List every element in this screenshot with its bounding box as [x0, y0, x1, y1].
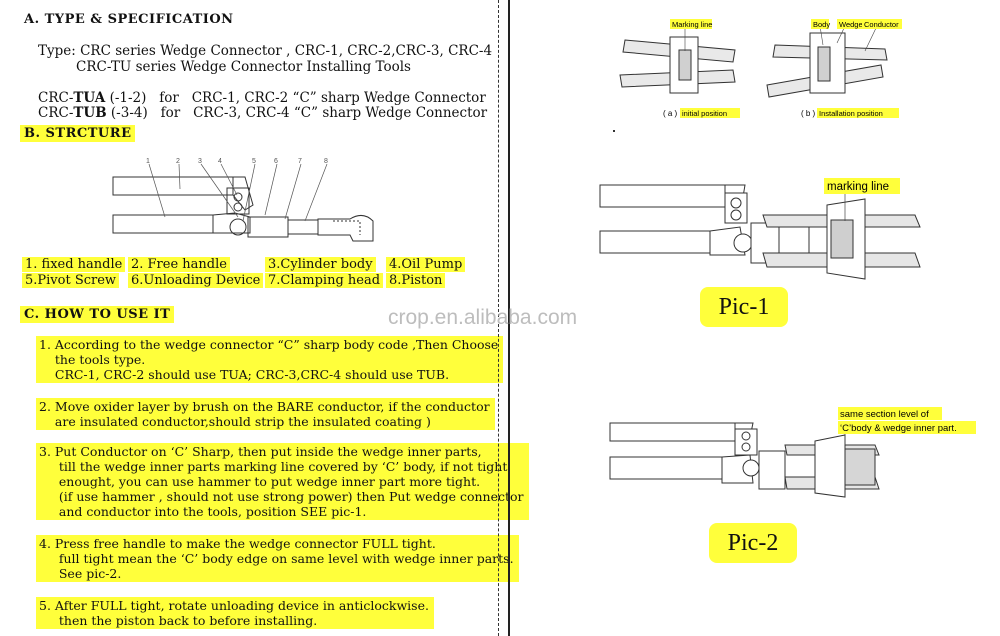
- part-number-4: 4: [218, 158, 222, 165]
- pic2-note-line-2: ‘C’body & wedge inner part.: [840, 423, 957, 434]
- part-label-6: 6.Unloading Device: [128, 273, 264, 288]
- pic2-note-line-1: same section level of: [840, 409, 929, 420]
- part-label-5: 5.Pivot Screw: [22, 273, 120, 288]
- step-3: 3. Put Conductor on ‘C’ Sharp, then put …: [36, 443, 529, 520]
- caption-a-prefix: ( a ): [663, 109, 678, 118]
- part-number-5: 5: [252, 158, 256, 165]
- clamping-head-shape: [317, 215, 374, 242]
- type-line-2: CRC-TU series Wedge Connector Installing…: [76, 59, 411, 75]
- step-4: 4. Press free handle to make the wedge c…: [36, 535, 519, 582]
- body-label: Body: [813, 20, 830, 29]
- caption-b: Installation position: [819, 109, 883, 118]
- spec-line-2: CRC-TUB (-3-4) for CRC-3, CRC-4 “C” shar…: [38, 105, 488, 121]
- pic2-badge: Pic-2: [709, 523, 797, 563]
- part-number-6: 6: [274, 158, 278, 165]
- pic1-badge: Pic-1: [700, 287, 788, 327]
- wedge-label: Wedge: [839, 20, 863, 29]
- pivot-screw-shape: [229, 218, 247, 236]
- spec-line-1: CRC-TUA (-1-2) for CRC-1, CRC-2 “C” shar…: [38, 90, 486, 106]
- dot-mark: [613, 130, 615, 132]
- section-c-title: C. HOW TO USE IT: [20, 306, 175, 323]
- column-divider-dashed: [498, 0, 499, 636]
- step-5: 5. After FULL tight, rotate unloading de…: [36, 597, 434, 629]
- pic1-diagram: marking line: [599, 178, 921, 280]
- pic1-marking-line-label: marking line: [827, 181, 889, 193]
- section-a-title: A. TYPE & SPECIFICATION: [24, 12, 234, 27]
- tool-structure-diagram: 1 2 3 4 5 6 7 8: [112, 158, 374, 242]
- part-number-1: 1: [146, 158, 150, 165]
- free-handle-shape: [112, 214, 214, 234]
- step-1: 1. According to the wedge connector “C” …: [36, 336, 504, 383]
- step-2: 2. Move oxider layer by brush on the BAR…: [36, 398, 495, 430]
- caption-a: initial position: [682, 109, 727, 118]
- part-label-4: 4.Oil Pump: [386, 257, 466, 272]
- part-label-7: 7.Clamping head: [265, 273, 384, 288]
- pic2-diagram: same section level of ‘C’body & wedge in…: [609, 407, 976, 498]
- part-label-2: 2. Free handle: [128, 257, 230, 272]
- part-label-8: 8.Piston: [386, 273, 446, 288]
- watermark: crop.en.alibaba.com: [388, 306, 578, 329]
- type-line-1: Type: CRC series Wedge Connector , CRC-1…: [38, 43, 493, 59]
- part-label-1: 1. fixed handle: [22, 257, 126, 272]
- caption-b-prefix: ( b ): [801, 109, 816, 118]
- column-divider-solid: [508, 0, 510, 636]
- section-b-title: B. STRCTURE: [20, 125, 136, 142]
- wedge-position-diagram: Marking line Body Wedge Conductor ( a ) …: [619, 19, 902, 118]
- marking-line-label: Marking line: [672, 20, 712, 29]
- fixed-handle-shape: [112, 176, 234, 196]
- conductor-label: Conductor: [864, 20, 899, 29]
- part-label-3: 3.Cylinder body: [265, 257, 376, 272]
- part-number-3: 3: [198, 158, 202, 165]
- cylinder-body-shape: [247, 216, 289, 238]
- part-number-7: 7: [298, 158, 302, 165]
- part-number-2: 2: [176, 158, 180, 165]
- part-number-8: 8: [324, 158, 328, 165]
